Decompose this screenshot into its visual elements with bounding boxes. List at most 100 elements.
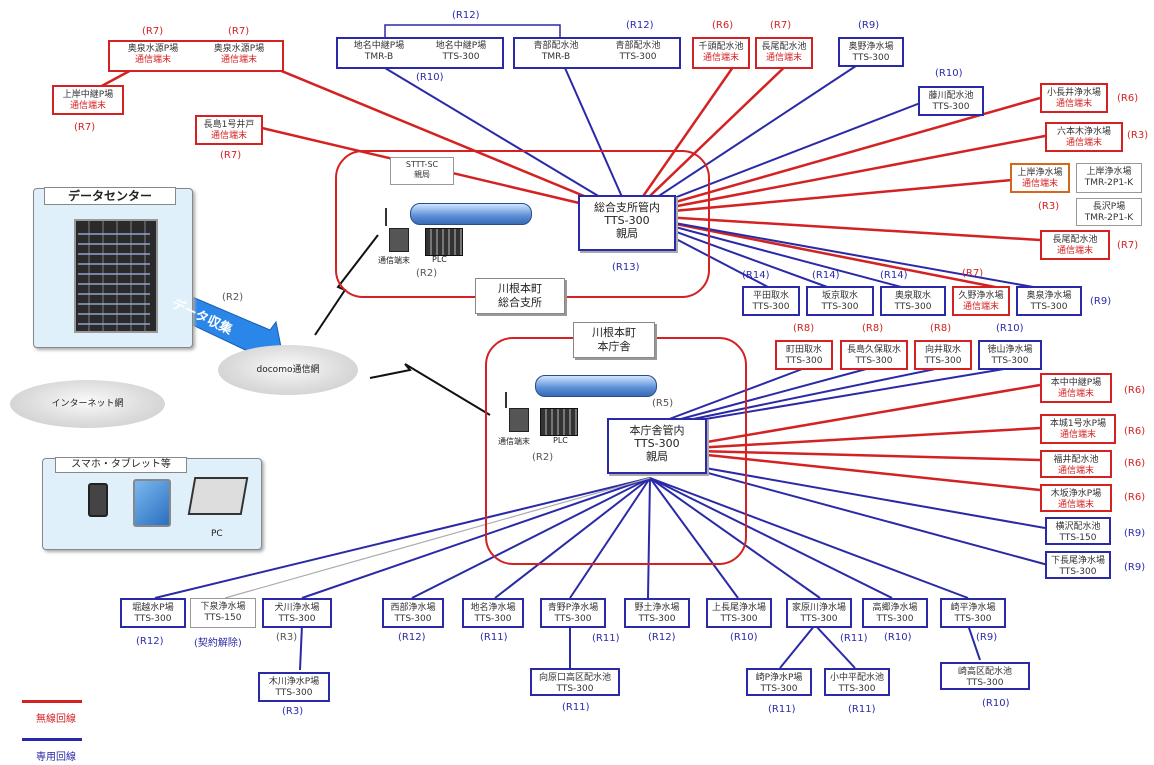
server-rack-lights xyxy=(78,225,150,325)
station-name: 地名浄水場 xyxy=(470,603,516,613)
branch-area-label: 川根本町 総合支所 xyxy=(475,278,565,314)
station-tag: (R8) xyxy=(793,323,815,334)
station-tag: (R12) xyxy=(398,632,426,643)
station-name: 上岸浄水場 xyxy=(1086,167,1132,177)
station-name: 本中中継P場 xyxy=(1050,378,1102,388)
branch-plc-icon xyxy=(425,228,463,256)
station-kisaka-pump: 木坂浄水P場通信端末 xyxy=(1040,484,1112,512)
station-model: TTS-300 xyxy=(394,614,432,624)
branch-master-line1: 総合支所管内 xyxy=(594,201,660,214)
honcho-area-label: 川根本町 本庁舎 xyxy=(573,322,655,358)
station-tag: (R12) xyxy=(136,636,164,647)
station-okuizumi-a: 奥泉水源P場通信端末 xyxy=(110,44,196,70)
station-tag: (R8) xyxy=(930,323,952,334)
station-model: 通信端末 xyxy=(1059,430,1096,440)
station-name: 青部配水池 xyxy=(615,41,661,51)
branch-relay-line2: 親局 xyxy=(414,170,430,179)
station-tag: (R10) xyxy=(996,323,1024,334)
station-tag: (R11) xyxy=(592,633,620,644)
station-model: TTS-300 xyxy=(876,614,914,624)
station-model: TTS-300 xyxy=(619,52,657,62)
station-tag: (R6) xyxy=(712,20,734,31)
station-model: TTS-300 xyxy=(838,684,876,694)
station-name: 奥泉水源P場 xyxy=(213,44,265,54)
station-name: 藤川配水池 xyxy=(928,91,974,101)
branch-master-line3: 親局 xyxy=(616,227,638,240)
station-name: 奥泉浄水場 xyxy=(1026,291,1072,301)
station-model: TMR-2P1-K xyxy=(1084,213,1134,223)
station-tag: (R14) xyxy=(812,270,840,281)
station-senzu-reservoir: 千頭配水池通信端末 xyxy=(692,37,750,69)
internet-cloud-label: インターネット網 xyxy=(51,399,124,409)
station-name: 六本木浄水場 xyxy=(1056,127,1111,137)
branch-relay-line1: STTT-SC xyxy=(405,160,439,169)
station-name: 青野P浄水場 xyxy=(547,603,599,613)
station-model: 通信端末 xyxy=(1021,179,1058,189)
station-konagai-plant: 小長井浄水場通信端末 xyxy=(1040,83,1108,113)
station-okuizumi-pair: 奥泉水源P場通信端末 奥泉水源P場通信端末 xyxy=(108,40,284,72)
branch-r2-tag: (R2) xyxy=(416,268,438,279)
station-name: 徳山浄水場 xyxy=(987,345,1033,355)
station-tag: (R7) xyxy=(770,20,792,31)
station-tag: (R8) xyxy=(862,323,884,334)
station-model: 通信端末 xyxy=(702,53,739,63)
station-tag: (R9) xyxy=(976,632,998,643)
station-name: 崎P浄水P場 xyxy=(755,673,803,683)
station-model: 通信端末 xyxy=(1057,466,1094,476)
station-name: 久野浄水場 xyxy=(958,291,1004,301)
station-tag: (R9) xyxy=(1124,562,1146,573)
branch-master-line2: TTS-300 xyxy=(604,214,650,227)
station-kamigishi-plant: 上岸浄水場通信端末 xyxy=(1010,163,1070,193)
station-tag: (R7) xyxy=(220,150,242,161)
station-tag: (R14) xyxy=(880,270,908,281)
station-tag: (R3) xyxy=(276,632,298,643)
station-tag: (R11) xyxy=(848,704,876,715)
station-model: 通信端末 xyxy=(765,53,802,63)
station-model: 通信端末 xyxy=(1057,500,1094,510)
station-name: 家原川浄水場 xyxy=(791,603,846,613)
station-model: TTS-300 xyxy=(720,614,758,624)
station-name: 奥泉水源P場 xyxy=(127,44,179,54)
station-nagao-reservoir-2: 長尾配水池通信端末 xyxy=(1040,230,1110,260)
station-name: 長島1号井戸 xyxy=(203,120,255,130)
station-tag: (R10) xyxy=(884,632,912,643)
station-tag: (R3) xyxy=(1127,130,1149,141)
station-name: 長尾配水池 xyxy=(761,42,807,52)
station-model: TTS-300 xyxy=(852,53,890,63)
station-name: 長尾配水池 xyxy=(1052,235,1098,245)
branch-terminal-label: 通信端末 xyxy=(378,256,410,265)
station-model: TTS-300 xyxy=(442,52,480,62)
station-model: TTS-300 xyxy=(932,102,970,112)
station-name: 向原口高区配水池 xyxy=(538,673,611,683)
station-model: TTS-300 xyxy=(638,614,676,624)
honcho-master-line1: 本庁舎管内 xyxy=(629,424,685,437)
honcho-master-station: 本庁舎管内 TTS-300 親局 xyxy=(607,418,707,474)
station-tag: (R11) xyxy=(768,704,796,715)
station-name: 長沢P場 xyxy=(1092,202,1126,212)
station-model: 通信端末 xyxy=(962,302,999,312)
station-tag: (R12) xyxy=(648,632,676,643)
branch-pipe xyxy=(410,203,532,225)
station-name: 千頭配水池 xyxy=(698,42,744,52)
station-name: 本城1号水P場 xyxy=(1049,419,1107,429)
station-model: TTS-300 xyxy=(752,302,790,312)
devices-title: スマホ・タブレット等 xyxy=(55,457,187,473)
station-name: 犬川浄水場 xyxy=(274,603,320,613)
branch-area-label-line1: 川根本町 xyxy=(498,282,542,295)
honcho-pipe xyxy=(535,375,657,397)
station-name: 崎高区配水池 xyxy=(957,667,1012,677)
